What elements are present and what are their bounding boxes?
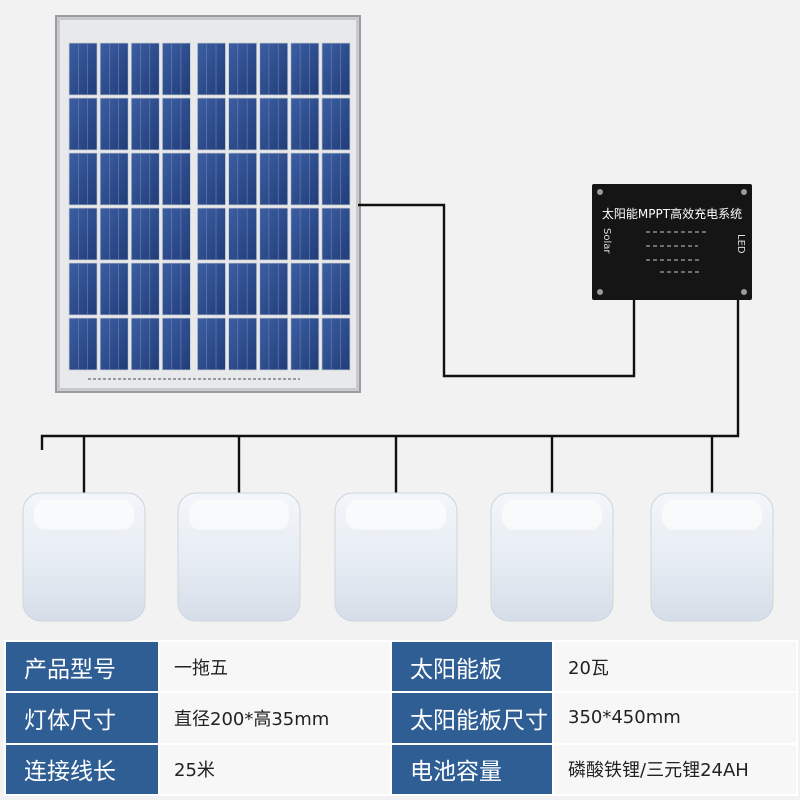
solar-cell	[196, 152, 226, 206]
solar-cell	[321, 317, 351, 371]
spec-label: 产品型号	[4, 639, 160, 694]
controller-solar-label: Solar	[601, 228, 612, 254]
solar-cell	[228, 42, 258, 96]
solar-cell	[196, 207, 226, 261]
controller-screw-icon	[597, 289, 603, 295]
solar-cell	[130, 152, 160, 206]
solar-cell	[161, 317, 191, 371]
spec-table: 产品型号 一拖五 太阳能板 20瓦 灯体尺寸 直径200*高35mm 太阳能板尺…	[4, 639, 798, 797]
controller-screw-icon	[597, 189, 603, 195]
solar-cell	[228, 97, 258, 151]
solar-cell	[228, 317, 258, 371]
lamp-highlight	[34, 500, 134, 530]
controller-screw-icon	[741, 289, 747, 295]
spec-label: 灯体尺寸	[4, 691, 160, 745]
solar-cell	[321, 97, 351, 151]
spec-value: 20瓦	[552, 639, 798, 694]
controller-body	[592, 184, 752, 300]
spec-value: 磷酸铁锂/三元锂24AH	[552, 742, 798, 797]
solar-cell	[290, 152, 320, 206]
solar-cell	[161, 262, 191, 316]
led-lamp	[334, 492, 458, 622]
solar-cell	[68, 42, 98, 96]
spec-label: 连接线长	[4, 742, 160, 797]
lamp-highlight	[189, 500, 289, 530]
solar-cell	[259, 207, 289, 261]
led-lamp	[22, 492, 146, 622]
solar-cell	[161, 42, 191, 96]
controller-screw-icon	[741, 189, 747, 195]
lamp-highlight	[502, 500, 602, 530]
lamp-drop-wires	[82, 436, 714, 494]
led-lamps	[22, 492, 774, 622]
solar-cell	[321, 152, 351, 206]
solar-cell	[68, 97, 98, 151]
controller-indicator-lines	[646, 231, 706, 273]
spec-value: 25米	[158, 742, 392, 797]
solar-cell	[161, 152, 191, 206]
table-row: 灯体尺寸 直径200*高35mm 太阳能板尺寸 350*450mm	[4, 691, 798, 745]
spec-value: 一拖五	[158, 639, 392, 694]
solar-cell	[68, 207, 98, 261]
solar-cell	[196, 42, 226, 96]
spec-label: 太阳能板	[390, 639, 554, 694]
spec-value: 350*450mm	[552, 691, 798, 745]
table-row: 连接线长 25米 电池容量 磷酸铁锂/三元锂24AH	[4, 742, 798, 797]
solar-cell	[161, 97, 191, 151]
solar-cell	[130, 262, 160, 316]
solar-cell	[99, 207, 129, 261]
solar-cell	[196, 262, 226, 316]
solar-cell	[68, 262, 98, 316]
solar-cell	[321, 262, 351, 316]
solar-cell	[196, 97, 226, 151]
solar-cell	[259, 262, 289, 316]
solar-cell	[99, 317, 129, 371]
solar-cell	[228, 152, 258, 206]
solar-cell	[161, 207, 191, 261]
solar-cell	[99, 42, 129, 96]
solar-wire	[358, 203, 636, 378]
solar-cell	[321, 207, 351, 261]
mppt-controller: 太阳能MPPT高效充电系统 Solar LED	[592, 184, 752, 300]
solar-cell	[130, 317, 160, 371]
lamp-highlight	[662, 500, 762, 530]
led-lamp	[650, 492, 774, 622]
led-bus-wire	[40, 300, 740, 450]
controller-led-label: LED	[735, 234, 746, 254]
lamp-highlight	[346, 500, 446, 530]
solar-cell	[130, 42, 160, 96]
solar-cell	[321, 42, 351, 96]
solar-cell	[259, 42, 289, 96]
table-row: 产品型号 一拖五 太阳能板 20瓦	[4, 639, 798, 694]
solar-cell	[99, 262, 129, 316]
solar-cell	[259, 97, 289, 151]
solar-cell	[228, 262, 258, 316]
solar-cell	[290, 97, 320, 151]
solar-cell	[196, 317, 226, 371]
solar-cell	[290, 207, 320, 261]
solar-cell	[290, 42, 320, 96]
wiring	[40, 203, 740, 494]
solar-cell	[99, 152, 129, 206]
solar-cell	[68, 152, 98, 206]
product-diagram: 太阳能MPPT高效充电系统 Solar LED	[22, 15, 774, 622]
spec-label: 太阳能板尺寸	[390, 691, 554, 745]
solar-cell	[130, 207, 160, 261]
solar-cell	[290, 262, 320, 316]
solar-cell	[99, 97, 129, 151]
solar-cell	[228, 207, 258, 261]
spec-label: 电池容量	[390, 742, 554, 797]
solar-panel	[55, 15, 361, 393]
solar-cell	[290, 317, 320, 371]
controller-title: 太阳能MPPT高效充电系统	[602, 206, 742, 221]
solar-cell-grid	[68, 42, 351, 371]
solar-cell	[130, 97, 160, 151]
solar-cell	[259, 317, 289, 371]
led-lamp	[490, 492, 614, 622]
solar-cell	[259, 152, 289, 206]
solar-cell	[68, 317, 98, 371]
led-lamp	[177, 492, 301, 622]
spec-value: 直径200*高35mm	[158, 691, 392, 745]
